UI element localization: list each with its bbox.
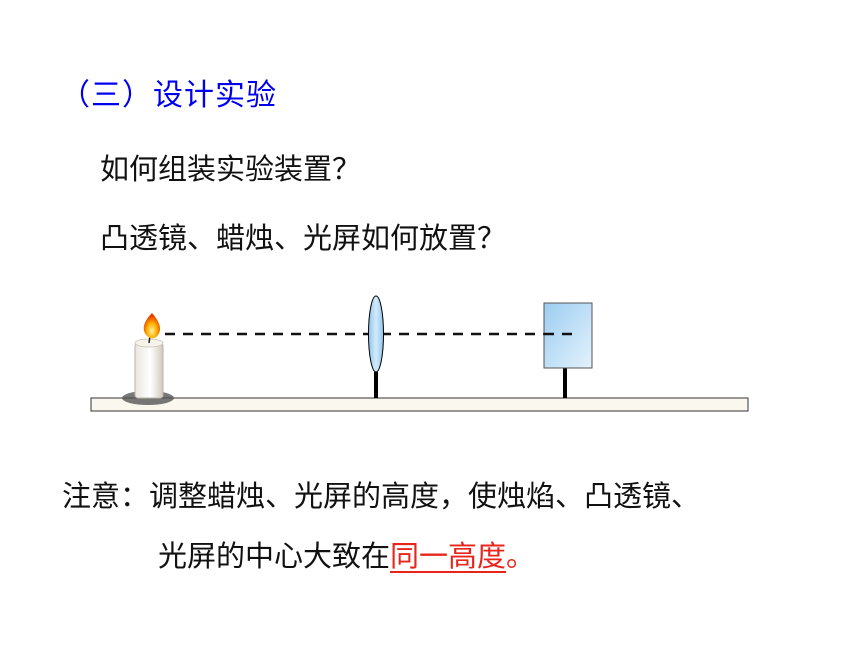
note-line-2: 光屏的中心大致在同一高度。 [158,533,535,575]
note-line-2-prefix: 光屏的中心大致在 [158,539,391,573]
optical-bench [90,397,749,412]
section-heading: （三）设计实验 [60,78,277,113]
note-line-1: 注意：调整蜡烛、光屏的高度，使烛焰、凸透镜、 [62,479,701,513]
candle-icon [122,313,174,405]
question-placement: 凸透镜、蜡烛、光屏如何放置？ [100,221,507,255]
convex-lens-icon [368,295,384,398]
question-assembly: 如何组装实验装置？ [100,152,362,186]
light-screen-icon [543,302,593,398]
note-line-2-suffix: 。 [506,539,536,573]
note-emphasis: 同一高度 [390,539,507,573]
